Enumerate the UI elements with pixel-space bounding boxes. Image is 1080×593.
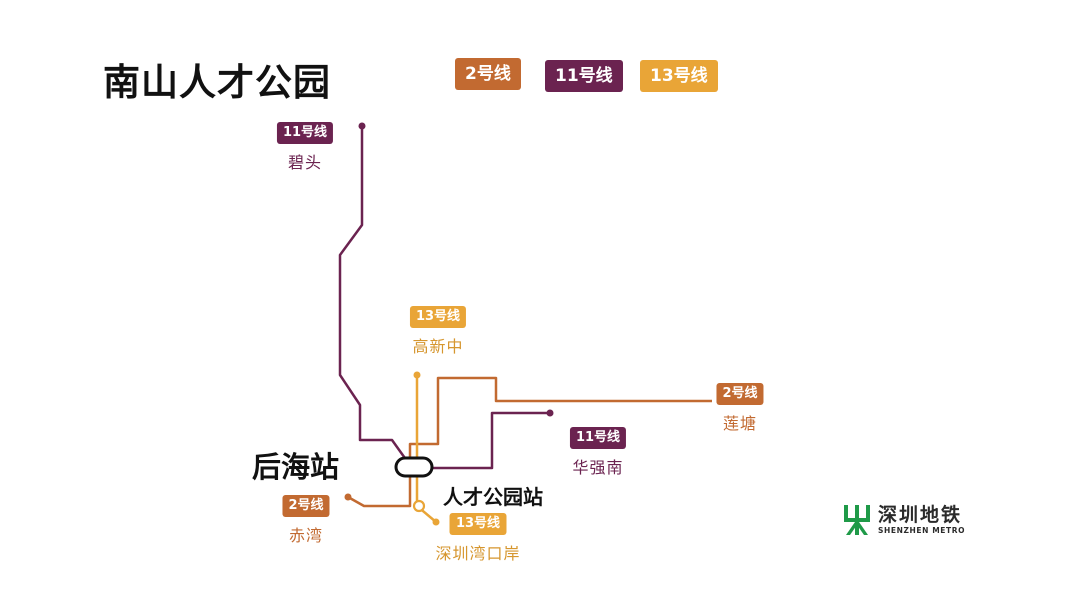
station-chiwan[interactable]: 2号线 赤湾 [282,495,330,546]
line-13-station-ring [412,499,426,513]
line-13-route [415,375,437,523]
line-badge: 2号线 [282,495,330,517]
line-11-route [338,126,550,470]
legend-line-13: 13号线 [640,60,718,92]
logo-name-en: SHENZHEN METRO [878,525,966,535]
station-name: 赤湾 [288,526,324,545]
station-gaoxinzhong[interactable]: 13号线 高新中 [409,306,467,357]
station-shenzhenwankouan[interactable]: 13号线 深圳湾口岸 [435,513,520,564]
line-13-terminal-gaoxinzhong [413,371,421,379]
station-name: 碧头 [287,153,322,172]
line-11-terminal-bitou [358,122,366,130]
line-badge: 11号线 [276,122,334,144]
station-label-houhai: 后海站 [252,450,340,484]
station-label-rencaigongyuan: 人才公园站 [443,485,543,509]
station-name: 深圳湾口岸 [435,544,521,563]
line-11-terminal-huaqiangnan [546,409,554,417]
shenzhen-metro-logo-icon [844,505,870,535]
shenzhen-metro-logo: 深圳地铁 SHENZHEN METRO [842,503,965,537]
line-badge: 2号线 [716,383,764,405]
station-liantang[interactable]: 2号线 莲塘 [716,383,764,434]
line-badge: 13号线 [409,306,467,328]
station-name: 高新中 [412,337,464,356]
line-2-terminal-chiwan [344,493,352,501]
station-name: 莲塘 [722,414,758,433]
station-huaqiangnan[interactable]: 11号线 华强南 [569,427,627,478]
station-bitou[interactable]: 11号线 碧头 [276,122,334,173]
line-13-terminal-shenzhenwan [432,518,440,526]
legend-line-11: 11号线 [545,60,623,92]
line-badge: 11号线 [569,427,627,449]
line-badge: 13号线 [449,513,507,535]
station-name: 华强南 [572,458,624,477]
page-title: 南山人才公园 [103,61,331,104]
interchange-capsule [394,456,434,478]
line-2-route [347,376,712,508]
legend-line-2: 2号线 [455,58,521,90]
logo-name-cn: 深圳地铁 [878,504,963,527]
